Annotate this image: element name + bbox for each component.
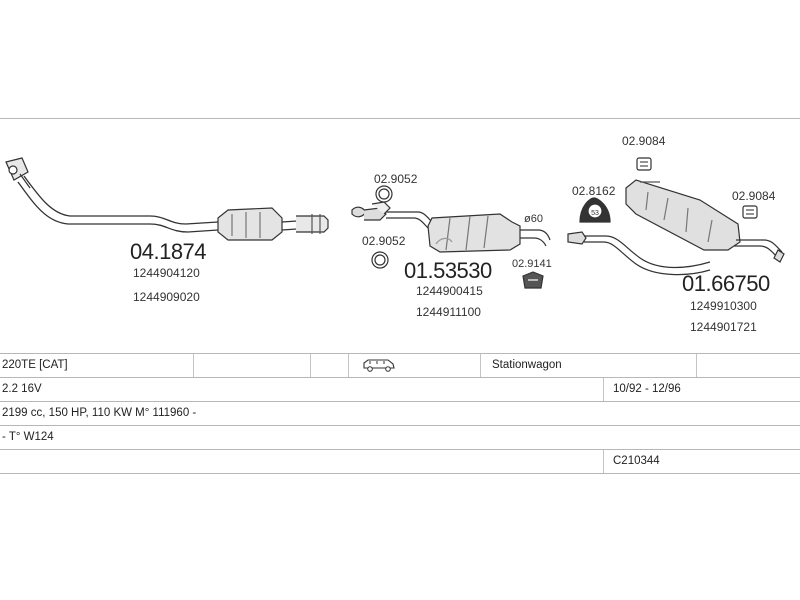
diagram-top-border (0, 118, 800, 119)
clamp-bottom-middle-number: 02.9052 (362, 234, 406, 248)
vehicle-info-table: 220TE [CAT] Stationwagon 2.2 16V 10/92 -… (0, 353, 800, 474)
hanger-top-rear-icon (636, 157, 652, 171)
clamp-top-middle-number: 02.9052 (374, 172, 418, 186)
production-years: 10/92 - 12/96 (613, 383, 681, 395)
middle-silencer-oem-2: 1244911100 (416, 305, 481, 319)
hanger-right-rear-icon (742, 205, 758, 219)
rear-silencer (567, 179, 785, 276)
info-row-code: C210344 (0, 450, 800, 474)
mount-rear-icon (579, 197, 611, 223)
hanger-top-rear-number: 02.9084 (622, 134, 666, 148)
body-type: Stationwagon (492, 359, 562, 371)
cell-divider (193, 354, 194, 377)
pipe-diameter-label: ø60 (524, 213, 543, 225)
cell-divider (348, 354, 349, 377)
catalog-code: C210344 (613, 455, 660, 467)
cell-divider (603, 378, 604, 401)
info-row-specs: 2199 cc, 150 HP, 110 KW M° 111960 - (0, 402, 800, 426)
engine: 2.2 16V (2, 383, 42, 395)
info-row-engine: 2.2 16V 10/92 - 12/96 (0, 378, 800, 402)
cell-divider (310, 354, 311, 377)
exhaust-drawing: 53 (5, 157, 785, 289)
rear-silencer-oem-1: 1249910300 (690, 299, 757, 313)
info-row-chassis: - T° W124 (0, 426, 800, 450)
front-pipe-oem-1: 1244904120 (133, 266, 200, 280)
hanger-right-rear-number: 02.9084 (732, 189, 776, 203)
middle-silencer (351, 201, 551, 253)
front-pipe (17, 175, 329, 241)
hanger-middle-number: 02.9141 (512, 258, 552, 270)
clamp-top-middle-icon (375, 185, 393, 203)
chassis: - T° W124 (2, 431, 54, 443)
rear-silencer-part-number: 01.66750 (682, 271, 770, 296)
vehicle-model: 220TE [CAT] (2, 359, 68, 371)
mount-rear-part-number: 02.8162 (572, 184, 616, 198)
engine-specs: 2199 cc, 150 HP, 110 KW M° 111960 - (2, 407, 197, 419)
rear-silencer-oem-2: 1244901721 (690, 320, 757, 334)
station-wagon-icon (363, 359, 395, 372)
exhaust-diagram: 53 04.1874 1244904120 1244909020 02.9052… (0, 118, 800, 353)
middle-silencer-oem-1: 1244900415 (416, 284, 483, 298)
cell-divider (603, 450, 604, 473)
middle-silencer-part-number: 01.53530 (404, 258, 492, 283)
front-pipe-flange (5, 157, 31, 189)
front-pipe-oem-2: 1244909020 (133, 290, 200, 304)
mount-rear-number: 53 (591, 210, 599, 217)
cell-divider (480, 354, 481, 377)
cell-divider (696, 354, 697, 377)
clamp-bottom-middle-icon (371, 251, 389, 269)
front-pipe-part-number: 04.1874 (130, 239, 207, 264)
hanger-middle-icon (522, 271, 544, 289)
info-row-model: 220TE [CAT] Stationwagon (0, 353, 800, 378)
